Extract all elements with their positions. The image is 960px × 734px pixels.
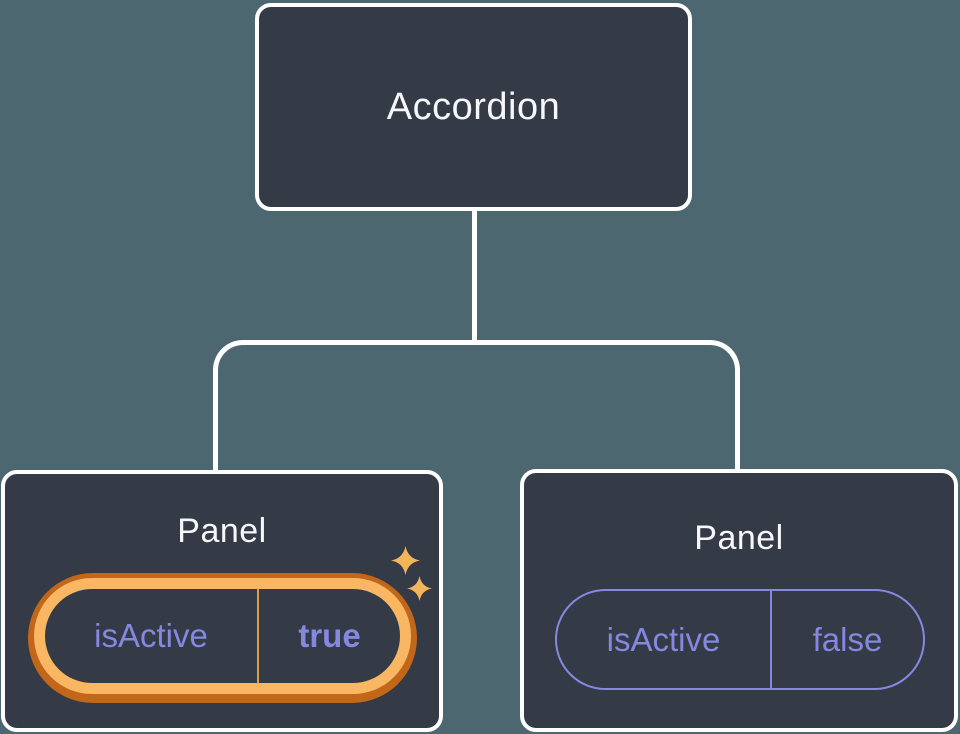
tree-node-panel-active: Panel isActive true bbox=[1, 470, 443, 732]
prop-pill-divider bbox=[257, 589, 259, 683]
connector-stem-line bbox=[472, 209, 477, 343]
prop-pill-highlight-inner-ring: isActive true bbox=[34, 578, 411, 694]
prop-pill-inactive: isActive false bbox=[555, 589, 925, 690]
prop-pill-divider bbox=[770, 591, 772, 688]
sparkle-icon bbox=[407, 576, 432, 601]
panel-node-label: Panel bbox=[694, 519, 784, 557]
prop-name-label: isActive bbox=[606, 620, 721, 658]
panel-node-label: Panel bbox=[177, 512, 267, 550]
prop-value-label: false bbox=[812, 620, 883, 658]
accordion-node-label: Accordion bbox=[386, 85, 561, 128]
sparkle-icon bbox=[391, 546, 420, 575]
prop-value-label: true bbox=[298, 617, 361, 654]
prop-name-label: isActive bbox=[94, 617, 208, 654]
connector-branch-line bbox=[213, 340, 740, 472]
prop-pill-active: isActive true bbox=[45, 589, 400, 683]
tree-node-panel-inactive: Panel isActive false bbox=[520, 469, 958, 732]
prop-pill-highlight-ring: isActive true bbox=[28, 573, 417, 703]
tree-node-accordion: Accordion bbox=[255, 3, 692, 211]
